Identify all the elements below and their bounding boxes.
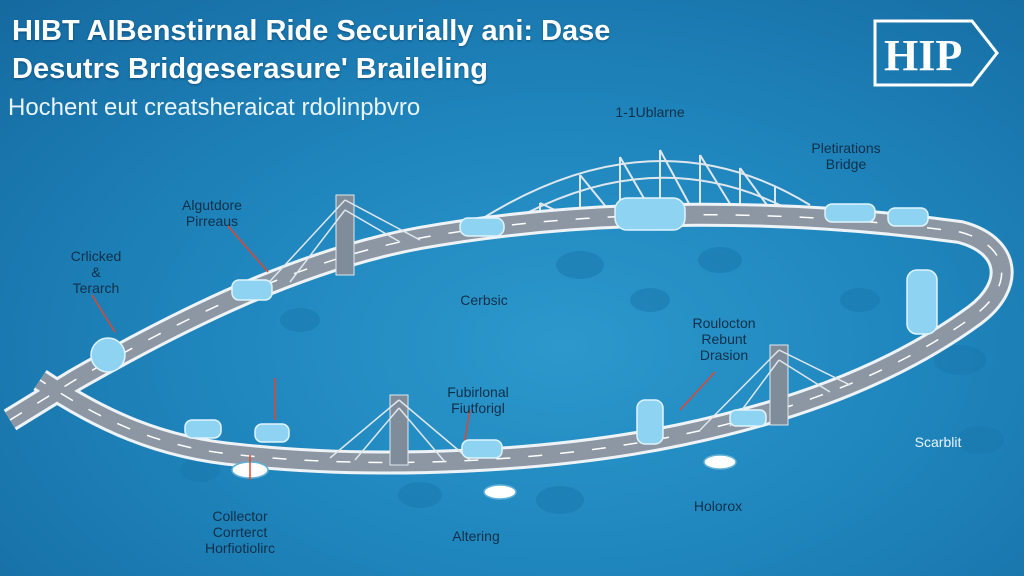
- pod-right-b: [887, 207, 929, 227]
- pod-arch-main: [614, 197, 686, 231]
- label-left-search: Crlicked & Terarch: [70, 248, 122, 296]
- pod-bottom-mid: [254, 423, 290, 443]
- arrow-center-bottom: [464, 409, 471, 441]
- pod-tank-low: [636, 399, 664, 445]
- title-line-2: Desutrs Bridgeserasure' Braileling: [12, 53, 488, 85]
- label-bottom-center: Fubirlonal Fiutforigl: [447, 384, 509, 416]
- label-center: Cerbsic: [460, 292, 508, 308]
- title-line-1: HIBT AIBenstirnal Ride Securially ani: D…: [12, 15, 611, 47]
- logo-text: HIP: [884, 31, 962, 80]
- tower-left-cables: [259, 199, 421, 293]
- label-right-center: Roulocton Rebunt Drasion: [692, 315, 756, 363]
- roadway: [5, 205, 1011, 472]
- pod-right-low: [729, 409, 767, 427]
- label-left-upper: Algutdore Pirreaus: [182, 197, 242, 229]
- capsule-right: [703, 454, 737, 470]
- label-bridge-right: Pletirations Bridge: [811, 140, 881, 172]
- pod-sphere-left: [90, 337, 126, 373]
- pod-right-a: [824, 203, 876, 223]
- logo-arrow-frame: [873, 19, 999, 87]
- tower-bottom-cables: [329, 399, 471, 463]
- arch-inner: [509, 176, 791, 223]
- page-title: HIBT AIBenstirnal Ride Securially ani: D…: [12, 12, 610, 88]
- hip-logo: HIP: [873, 19, 999, 87]
- pod-center-bottom: [461, 439, 503, 459]
- pod-bottom-left: [184, 419, 222, 439]
- pod-tank-right: [906, 269, 938, 335]
- roadway-lane-markings: [9, 214, 1003, 464]
- arrow-left-upper: [227, 225, 269, 273]
- label-right-lower: Scarblit: [914, 434, 962, 450]
- capsule-mid: [483, 484, 517, 500]
- tower-right-cables: [699, 349, 851, 431]
- tower-right: [699, 344, 851, 431]
- label-top-center: 1-1Ublarne: [615, 104, 685, 120]
- pointer-arrows: [91, 225, 716, 480]
- arrow-right-center: [679, 371, 716, 411]
- pod-upper-left: [459, 217, 505, 237]
- pods: [90, 197, 938, 459]
- tower-left: [259, 194, 421, 293]
- background-silhouettes: [180, 247, 1004, 514]
- arrow-search: [91, 294, 116, 333]
- arch-top: [479, 160, 811, 221]
- label-bottom-mid: Altering: [452, 528, 500, 544]
- label-bottom-left: Collector Corrterct Horfiotiolirc: [204, 508, 276, 556]
- label-bottom-right: Holorox: [693, 498, 743, 514]
- pod-left-upper: [231, 279, 273, 301]
- tower-bottom: [329, 394, 471, 466]
- subtitle: Hochent eut creatsheraicat rdolinpbvro: [8, 94, 421, 121]
